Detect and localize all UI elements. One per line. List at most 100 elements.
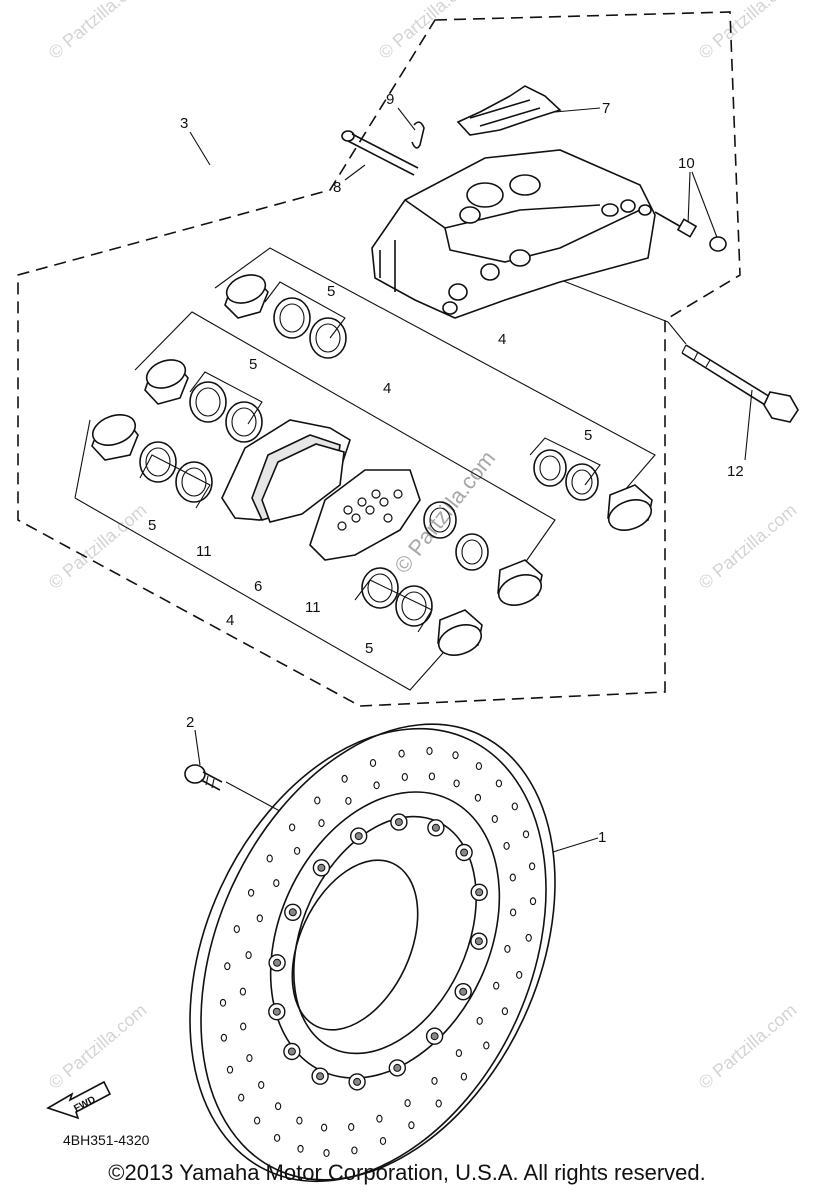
callout-5: 5 [249, 356, 257, 373]
drill-hole [273, 879, 280, 888]
drill-hole [253, 1116, 261, 1125]
caliper-bolt [681, 344, 799, 423]
copyright-notice: ©2013 Yamaha Motor Corporation, U.S.A. A… [108, 1160, 706, 1185]
pad-shim [309, 469, 421, 561]
floating-button-center [431, 823, 440, 832]
drill-hole [404, 1099, 411, 1108]
floating-button-center [273, 958, 282, 967]
drill-hole [483, 1041, 490, 1050]
drill-hole [238, 1093, 245, 1102]
bleed-screw [654, 211, 727, 252]
pad-pin-clip [411, 121, 425, 149]
drill-hole [511, 802, 518, 811]
watermark: © Partzilla.com [695, 1000, 801, 1093]
floating-button-center [393, 1063, 402, 1072]
drill-hole [293, 846, 301, 855]
drill-hole [453, 779, 460, 788]
watermark: © Partzilla.com [695, 500, 801, 593]
drill-hole [373, 781, 380, 790]
callout-8: 8 [333, 179, 341, 196]
floating-button-center [353, 1077, 362, 1086]
drill-hole [258, 1081, 265, 1089]
drill-hole [408, 1121, 415, 1130]
drill-hole [288, 823, 296, 832]
callout-4: 4 [498, 331, 506, 348]
brake-disc [189, 723, 556, 1183]
floating-button-center [354, 832, 363, 841]
drill-hole [351, 1146, 358, 1155]
drill-hole [341, 774, 348, 783]
callout-4: 4 [226, 612, 234, 629]
disc-floating-buttons [268, 813, 488, 1091]
drill-hole [474, 793, 482, 802]
drill-hole [240, 1022, 247, 1031]
drill-hole [220, 1033, 228, 1042]
pistons [91, 274, 653, 656]
drill-hole [273, 1133, 281, 1142]
drill-hole [318, 819, 325, 828]
drill-hole [224, 962, 231, 971]
drill-hole [219, 998, 227, 1007]
callout-10: 10 [678, 155, 695, 172]
watermark: © Partzilla.com [45, 1000, 151, 1093]
callout-11: 11 [196, 543, 212, 560]
callout-5: 5 [327, 283, 335, 300]
callout-6: 6 [254, 578, 262, 595]
watermark: © Partzilla.com [45, 0, 151, 63]
drill-hole [398, 749, 405, 758]
drill-hole [435, 1099, 442, 1108]
drill-hole [476, 1016, 483, 1025]
floating-button-center [316, 1072, 325, 1081]
drill-hole [525, 933, 532, 942]
callout-9: 9 [386, 91, 394, 108]
callout-3: 3 [180, 115, 188, 132]
pad-spring [456, 85, 562, 136]
drill-hole [503, 841, 510, 850]
brake-pads [221, 419, 421, 561]
caliper-assembly-boundary [17, 11, 741, 707]
drill-hole [266, 854, 273, 863]
drill-hole [379, 1137, 387, 1145]
brake-caliper [371, 149, 656, 319]
drill-hole [501, 1007, 509, 1016]
callout-11: 11 [305, 599, 321, 616]
pad-pin [341, 130, 419, 176]
drill-hole [233, 925, 240, 934]
drill-hole [376, 1114, 383, 1123]
callout-1: 1 [598, 829, 606, 846]
drill-hole [426, 747, 433, 755]
drill-hole [401, 773, 408, 781]
drill-hole [345, 796, 352, 805]
drill-hole [296, 1116, 303, 1125]
drill-hole [297, 1144, 304, 1153]
drill-hole [509, 908, 517, 917]
drill-hole [239, 987, 247, 996]
drill-hole [246, 1054, 253, 1063]
drill-hole [455, 1049, 463, 1058]
floating-button-center [394, 818, 403, 827]
callout-5: 5 [148, 517, 156, 534]
drill-hole [369, 759, 377, 767]
drill-hole [323, 1149, 330, 1157]
floating-button-center [430, 1032, 439, 1041]
drill-hole [493, 981, 500, 990]
drill-hole [431, 1076, 438, 1085]
drill-hole [320, 1123, 328, 1132]
drill-hole [348, 1123, 355, 1131]
drill-hole [428, 772, 436, 781]
drill-hole [504, 944, 511, 953]
drill-hole [495, 779, 503, 788]
drill-hole [491, 815, 498, 823]
drill-hole [460, 1072, 468, 1081]
drill-hole [274, 1102, 282, 1111]
drill-hole [226, 1065, 234, 1074]
floating-button-center [475, 888, 484, 897]
floating-button-center [288, 908, 297, 917]
seals [139, 297, 599, 627]
callout-7: 7 [602, 100, 610, 117]
group-brackets [74, 247, 656, 691]
drill-hole [256, 914, 263, 923]
floating-button-center [272, 1007, 281, 1016]
diagram-code: 4BH351-4320 [63, 1132, 150, 1148]
